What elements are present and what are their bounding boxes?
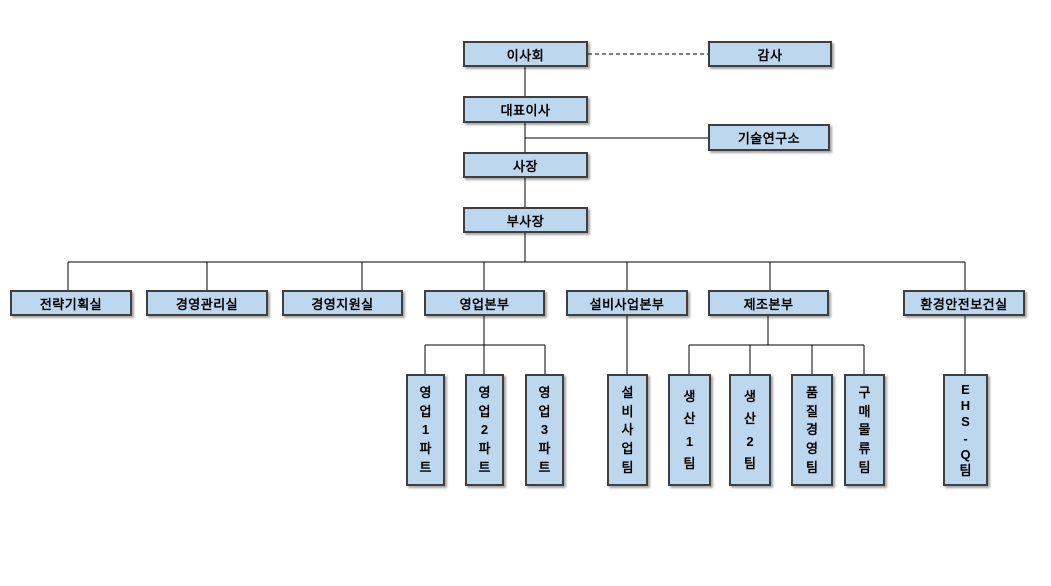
org-node-president: 사장 — [463, 152, 588, 178]
org-node-manufacturing-division: 제조본부 — [708, 290, 829, 316]
org-node-vice-president: 부사장 — [463, 207, 588, 233]
org-node-auditor: 감사 — [708, 41, 832, 67]
org-node-tech-research: 기술연구소 — [708, 124, 830, 151]
org-node-equipment-business-division: 설비사업본부 — [566, 290, 688, 316]
org-node-management-administration: 경영관리실 — [146, 290, 268, 316]
org-node-ceo: 대표이사 — [463, 96, 588, 123]
org-node-environment-safety-health: 환경안전보건실 — [903, 290, 1025, 316]
org-node-sales-division: 영업본부 — [424, 290, 545, 316]
org-node-strategic-planning: 전략기획실 — [10, 290, 132, 316]
org-node-board: 이사회 — [463, 41, 588, 67]
org-node-management-support: 경영지원실 — [282, 290, 403, 316]
